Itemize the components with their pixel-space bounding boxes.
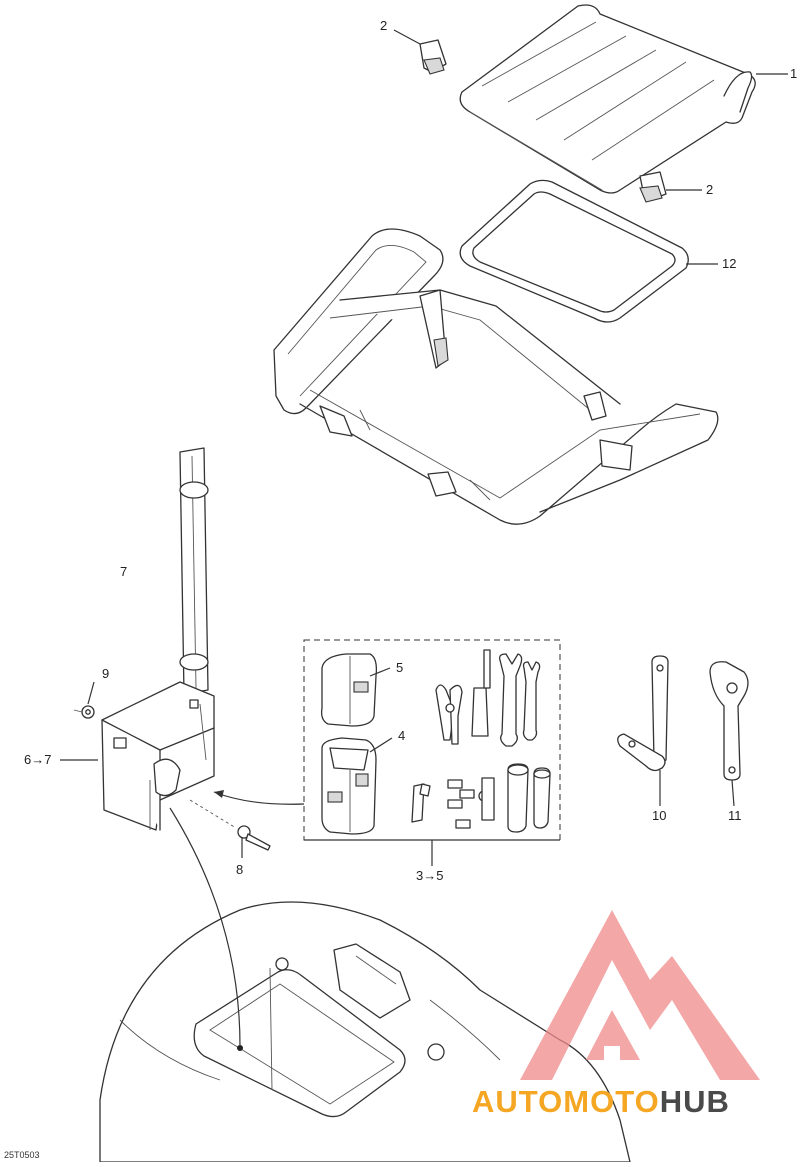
part-pouch-body — [321, 737, 377, 835]
part-clip-lower — [639, 171, 667, 203]
callout-9: 9 — [102, 666, 109, 681]
assembly-arrow — [213, 790, 305, 805]
diagram-id: 25T0503 — [4, 1150, 40, 1160]
callouts: 2 1 2 12 7 9 6→7 5 4 8 3→5 10 11 — [24, 18, 797, 883]
tool-fuse-puller — [478, 777, 495, 821]
tool-pliers — [435, 684, 463, 745]
tool-wrench-large — [498, 653, 523, 747]
callout-12: 12 — [722, 256, 736, 271]
callout-4: 4 — [398, 728, 405, 743]
part-wrench-10 — [617, 655, 669, 772]
tool-wrench-small — [522, 661, 541, 741]
callout-5: 5 — [396, 660, 403, 675]
part-toolbox-bracket — [101, 681, 215, 831]
part-washer — [73, 705, 95, 719]
part-strap — [179, 447, 209, 695]
part-pouch-cap — [320, 653, 378, 727]
part-vehicle-body — [99, 807, 631, 1163]
callout-1: 1 — [790, 66, 797, 81]
callout-8: 8 — [236, 862, 243, 877]
callout-3-5: 3→5 — [416, 868, 443, 883]
watermark-brand-a: AUTOMOTO — [472, 1084, 660, 1119]
part-rack-frame — [273, 228, 719, 525]
watermark-text: AUTOMOTOHUB — [472, 1084, 730, 1119]
callout-11: 11 — [728, 808, 742, 823]
callout-10: 10 — [652, 808, 666, 823]
part-spanner-11 — [709, 661, 749, 781]
part-gasket — [459, 179, 689, 323]
callout-2-upper: 2 — [380, 18, 387, 33]
tool-fuses — [447, 779, 475, 829]
watermark-brand-b: HUB — [660, 1084, 730, 1119]
part-rivet — [189, 799, 271, 851]
part-seat-cushion — [459, 4, 756, 194]
tool-socket-small — [533, 767, 551, 829]
tool-hex-key — [411, 783, 431, 823]
callout-2-lower: 2 — [706, 182, 713, 197]
watermark-logo — [520, 910, 760, 1080]
tool-screwdriver — [471, 649, 491, 737]
tool-socket-large — [507, 763, 529, 833]
callout-6-7: 6→7 — [24, 752, 51, 767]
leader-lines — [60, 29, 788, 866]
callout-7: 7 — [120, 564, 127, 579]
svg-text:AUTOMOTOHUB: AUTOMOTOHUB — [472, 1084, 730, 1119]
part-clip-upper — [419, 39, 447, 75]
